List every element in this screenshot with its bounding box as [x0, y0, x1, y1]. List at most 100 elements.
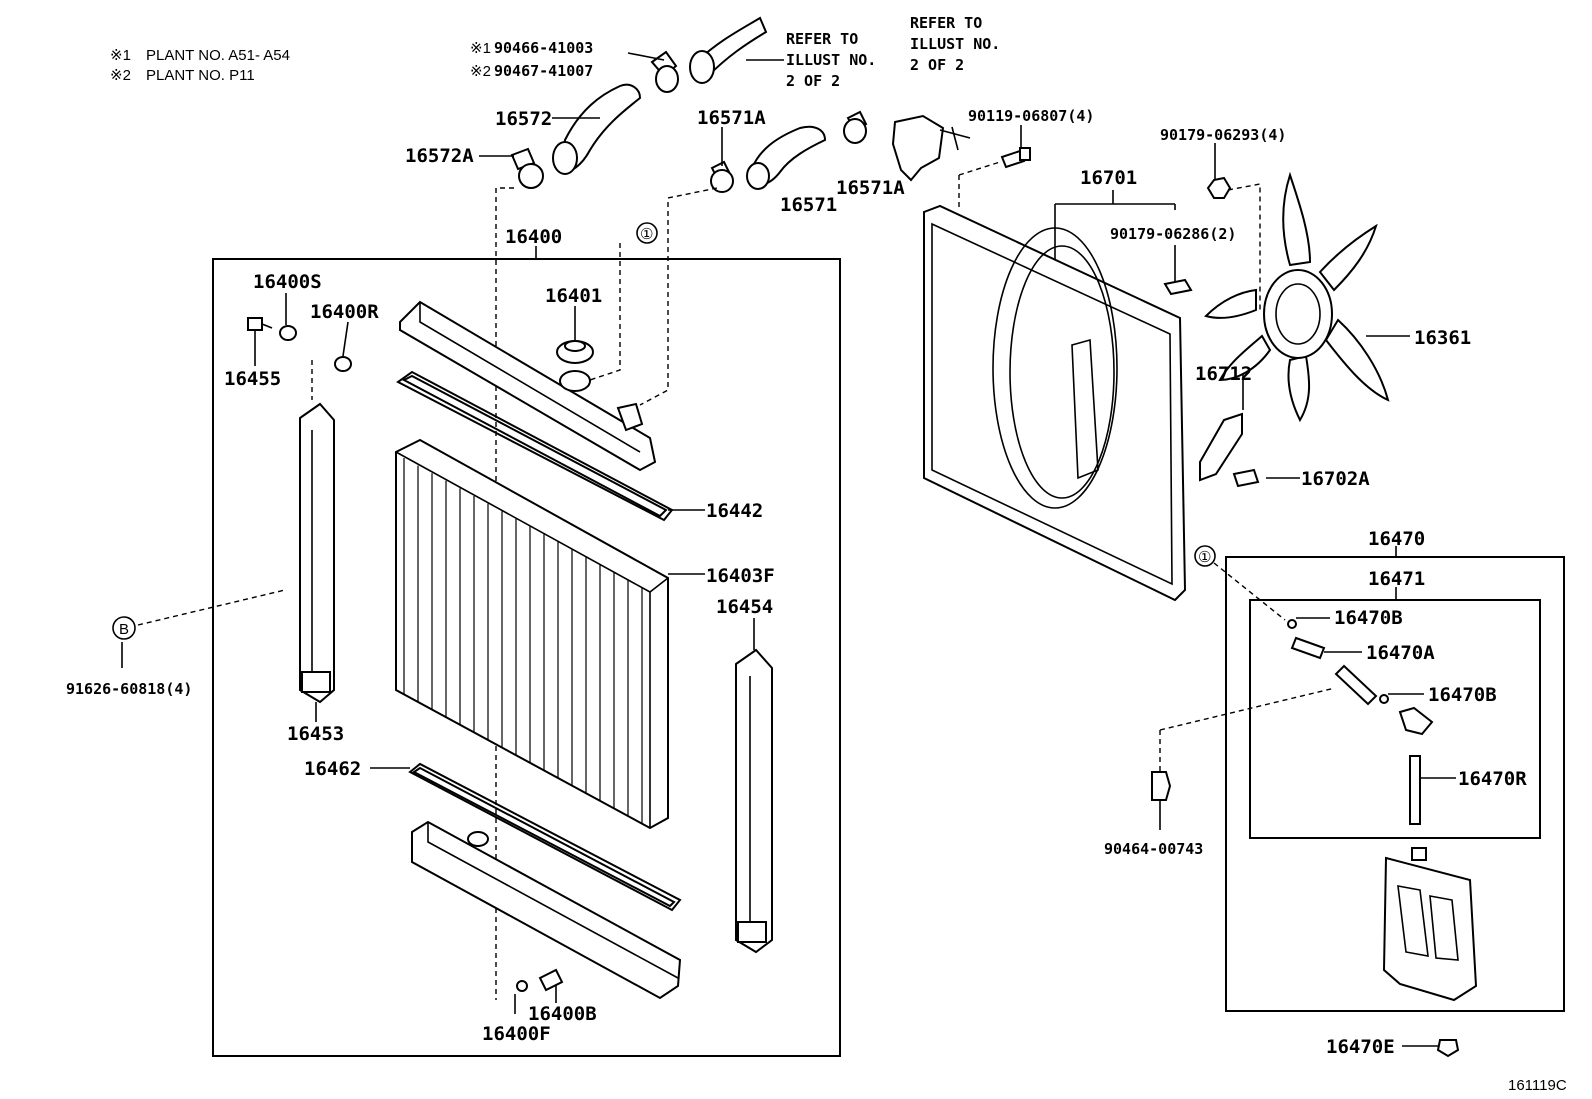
label-16400R: 16400R [310, 301, 379, 323]
lower-outlet [467, 831, 489, 847]
clamp-part-2-number: 90467-41007 [494, 62, 593, 80]
refer-1-line-3: 2 OF 2 [786, 72, 840, 90]
label-16702A: 16702A [1301, 468, 1370, 490]
support-16454-foot [737, 921, 767, 943]
radiator-support-16454 [735, 648, 773, 954]
reservoir-hose-box-16471 [1249, 599, 1541, 839]
label-16572A: 16572A [405, 145, 474, 167]
label-16462: 16462 [304, 758, 361, 780]
radiator-support-16453 [299, 402, 335, 704]
o-ring-16400F [516, 980, 528, 992]
fan-shroud-16701 [923, 204, 1187, 602]
seal-16712 [1199, 412, 1243, 482]
figure-id: 161119C [1508, 1077, 1567, 1094]
label-90179-06286: 90179-06286(2) [1110, 225, 1236, 243]
marker-circle-b: B [112, 616, 136, 640]
label-16400B: 16400B [528, 1003, 597, 1025]
hose-lower [1334, 664, 1378, 706]
gasket-16462 [408, 762, 682, 912]
radiator-assembly-box [212, 258, 841, 1057]
label-16400F: 16400F [482, 1023, 551, 1045]
label-16453: 16453 [287, 723, 344, 745]
drain-cock-16400B [538, 968, 564, 992]
water-outlet [891, 114, 945, 182]
top-labels: ※1 90466-41003 ※2 90467-41007 REFER TO I… [405, 14, 1286, 216]
label-16470B-2: 16470B [1428, 684, 1497, 706]
hose-clamp-ring [655, 65, 679, 93]
hose-16572-end [552, 141, 578, 175]
marker-1-right-text: ① [1198, 549, 1211, 566]
clamp-16470B-1 [1287, 619, 1297, 629]
label-16470: 16470 [1368, 528, 1425, 550]
label-16442: 16442 [706, 500, 763, 522]
label-16470A: 16470A [1366, 642, 1435, 664]
cap-16400R [334, 356, 352, 372]
label-91626-60818: 91626-60818(4) [66, 680, 192, 698]
reservoir-hoses [1287, 619, 1434, 825]
radiator-lower-tank [411, 820, 682, 1000]
label-16361: 16361 [1414, 327, 1471, 349]
filler-neck [559, 370, 591, 392]
marker-circle-1-top: ① [636, 222, 658, 244]
marker-circle-1-right: ① [1194, 545, 1216, 567]
label-90119-06807: 90119-06807(4) [968, 107, 1094, 125]
refer-1-line-2: ILLUST NO. [786, 51, 876, 69]
label-16571: 16571 [780, 194, 837, 216]
hose-16470A [1290, 636, 1326, 660]
label-16572: 16572 [495, 108, 552, 130]
clip-90464-00743 [1151, 771, 1172, 801]
upper-inlet [616, 402, 644, 432]
refer-2-line-1: REFER TO [910, 14, 982, 32]
radiator-labels: 16400S 16400R 16455 16401 16442 16403F 1… [66, 271, 775, 1045]
reservoir-assembly-box-16470 [1225, 556, 1565, 1012]
overflow-tube-16470R [1409, 755, 1421, 825]
label-16400S: 16400S [253, 271, 322, 293]
label-16400: 16400 [505, 226, 562, 248]
outlet-pipe [939, 129, 971, 139]
screw-16455 [247, 317, 263, 331]
clip-16702A [1232, 468, 1260, 488]
bolt-90119-head [1019, 147, 1031, 161]
label-16455: 16455 [224, 368, 281, 390]
note-1-text: PLANT NO. A51- A54 [146, 47, 290, 64]
refer-2-line-3: 2 OF 2 [910, 56, 964, 74]
clamp-part-1-number: 90466-41003 [494, 39, 593, 57]
top-leaders [479, 52, 1216, 180]
label-90179-06293: 90179-06293(4) [1160, 126, 1286, 144]
nut-90179-06293 [1206, 176, 1232, 199]
reservoir-leaders [1296, 617, 1456, 1047]
clip-90179-06286 [1163, 278, 1193, 296]
reservoir-cap [1398, 706, 1434, 736]
label-16701: 16701 [1080, 167, 1137, 189]
upper-hose-group [510, 16, 1031, 193]
label-16401: 16401 [545, 285, 602, 307]
cap-16400S [279, 325, 297, 341]
label-16470E: 16470E [1326, 1036, 1395, 1058]
hose-16571-end [746, 162, 770, 190]
clamp-part-1-mark: ※1 [470, 40, 491, 57]
clamp-16571A-1-ring [710, 169, 734, 193]
radiator-core-fins [403, 458, 643, 824]
upper-hose-end [689, 50, 715, 84]
marker-1-top-text: ① [640, 226, 653, 243]
label-16403F: 16403F [706, 565, 775, 587]
label-16571A-bottom: 16571A [836, 177, 905, 199]
note-1-mark: ※1 [110, 47, 131, 64]
label-16571A-top: 16571A [697, 107, 766, 129]
shroud-leaders [958, 161, 1410, 479]
clamp-part-2-mark: ※2 [470, 63, 491, 80]
note-2-mark: ※2 [110, 67, 131, 84]
marker-b-text: B [119, 621, 129, 638]
clamp-16470B-2 [1379, 694, 1389, 704]
fan-labels: 16701 90179-06286(2) 16361 16712 16702A [1080, 167, 1471, 490]
cap-16470E [1436, 1039, 1460, 1058]
hose-16572 [558, 83, 642, 173]
label-16471: 16471 [1368, 568, 1425, 590]
refer-1-line-1: REFER TO [786, 30, 858, 48]
clamp-16572A-ring [518, 163, 544, 189]
reservoir-tank [1382, 847, 1478, 1002]
note-2-text: PLANT NO. P11 [146, 67, 255, 84]
label-16454: 16454 [716, 596, 773, 618]
